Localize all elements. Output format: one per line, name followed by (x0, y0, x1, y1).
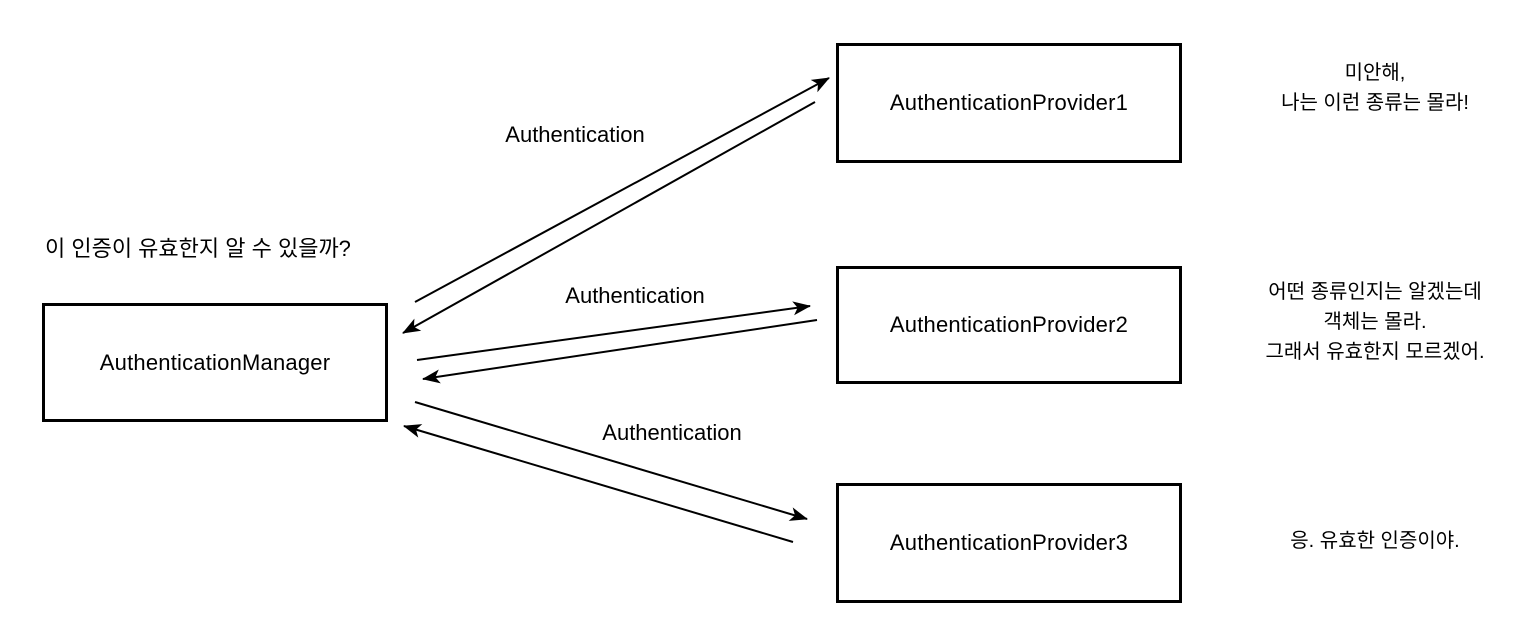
provider3-reply-line1: 응. 유효한 인증이야. (1290, 530, 1460, 552)
provider3-reply-text: 응. 유효한 인증이야. (1225, 526, 1525, 556)
authentication-provider1-label: AuthenticationProvider1 (889, 90, 1129, 115)
authentication-manager-box: AuthenticationManager (42, 303, 388, 422)
arrow-provider1-to-manager (402, 101, 816, 334)
arrow-manager-to-provider1 (414, 77, 830, 303)
provider2-reply-text: 어떤 종류인지는 알겠는데 객체는 몰라. 그래서 유효한지 모르겠어. (1225, 277, 1525, 367)
authentication-provider2-label: AuthenticationProvider2 (889, 312, 1129, 337)
provider2-reply-line3: 그래서 유효한지 모르겠어. (1265, 341, 1485, 363)
arrow-manager-to-provider3 (414, 401, 808, 521)
provider1-reply-line1: 미안해, (1344, 62, 1406, 84)
provider1-reply-text: 미안해, 나는 이런 종류는 몰라! (1225, 58, 1525, 118)
authentication-manager-label: AuthenticationManager (99, 349, 331, 375)
arrow-manager-to-provider2 (416, 301, 811, 361)
edge-label-provider1: Authentication (505, 122, 645, 147)
provider2-reply-line1: 어떤 종류인지는 알겠는데 (1268, 281, 1482, 303)
authentication-provider3-label: AuthenticationProvider3 (889, 530, 1129, 555)
provider1-reply-line2: 나는 이런 종류는 몰라! (1281, 92, 1469, 114)
provider2-reply-line2: 객체는 몰라. (1323, 311, 1427, 333)
authentication-provider3-box: AuthenticationProvider3 (836, 483, 1182, 603)
manager-question-text: 이 인증이 유효한지 알 수 있을까? (45, 236, 351, 261)
authentication-provider2-box: AuthenticationProvider2 (836, 266, 1182, 384)
authentication-provider1-box: AuthenticationProvider1 (836, 43, 1182, 163)
arrow-provider2-to-manager (422, 319, 818, 384)
edge-label-provider2: Authentication (565, 283, 705, 308)
edge-label-provider3: Authentication (602, 420, 742, 445)
arrow-provider3-to-manager (403, 424, 794, 543)
